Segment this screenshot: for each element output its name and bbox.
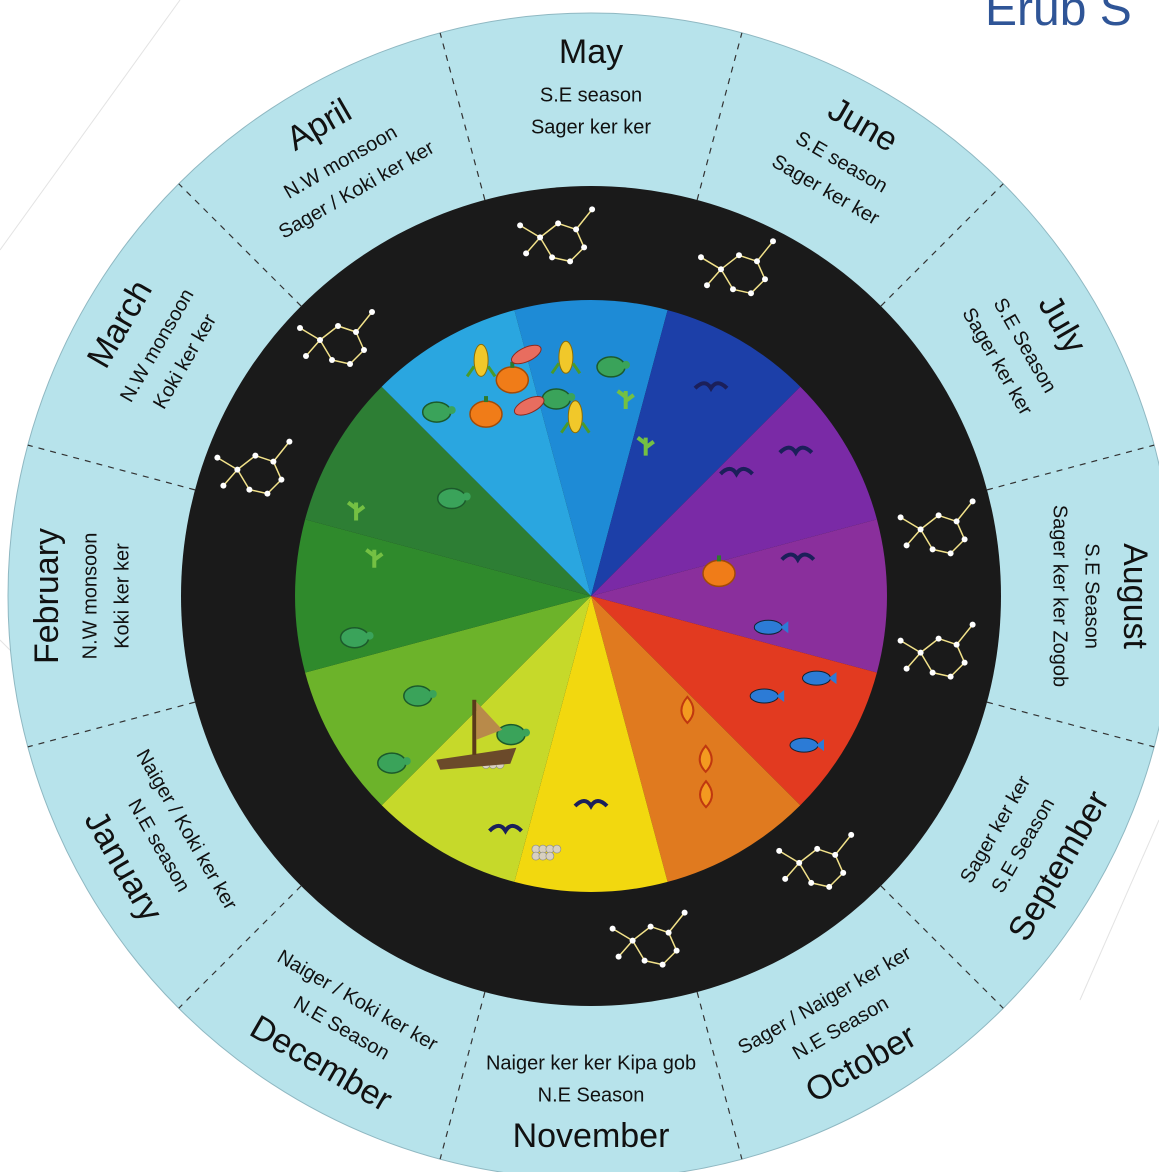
seasonal-icons xyxy=(339,340,837,861)
decor-line xyxy=(0,0,181,251)
fish-icon xyxy=(802,670,837,686)
fish-icon xyxy=(789,737,824,753)
month-season: N.W monsoon xyxy=(79,533,101,660)
corn-icon xyxy=(465,343,497,378)
fire-icon xyxy=(699,779,713,809)
month-divider xyxy=(178,183,302,307)
constellation-icon xyxy=(609,909,688,968)
pumpkin-icon xyxy=(702,555,736,588)
pie-segment xyxy=(381,310,591,596)
corn-icon xyxy=(560,400,591,434)
pumpkin-icon xyxy=(469,396,503,428)
month-divider xyxy=(880,183,1004,307)
constellations xyxy=(214,206,976,968)
turtle-icon xyxy=(596,356,630,378)
month-dividers xyxy=(27,32,1155,1160)
yam-icon xyxy=(513,396,545,416)
fire-icon xyxy=(698,744,713,774)
constellation-icon xyxy=(776,831,855,890)
constellation-icon xyxy=(517,206,596,265)
month-divider xyxy=(986,701,1155,748)
page-title: Erub S xyxy=(985,0,1132,36)
bird-icon xyxy=(693,381,729,393)
month-divider xyxy=(439,991,486,1160)
pie-segment xyxy=(591,310,801,596)
pumpkin-icon xyxy=(495,361,530,394)
month-wind: Sager ker ker xyxy=(531,116,651,138)
month-wind: Sager ker ker Zogob xyxy=(1049,505,1071,687)
pie-segment xyxy=(591,386,877,596)
pie-segment xyxy=(591,596,801,882)
pie-segment xyxy=(381,596,591,882)
bird-icon xyxy=(488,823,523,835)
plant-icon xyxy=(365,548,384,568)
month-divider xyxy=(696,991,743,1160)
constellation-icon xyxy=(214,438,293,497)
corn-icon xyxy=(550,340,582,375)
constellation-icon xyxy=(897,621,976,680)
plant-icon xyxy=(616,389,635,409)
bird-icon xyxy=(778,445,814,457)
month-season: S.E season xyxy=(540,84,642,106)
month-divider xyxy=(986,444,1155,491)
turtle-icon xyxy=(377,752,411,774)
turtle-icon xyxy=(436,487,471,510)
month-name: November xyxy=(513,1117,670,1155)
center-pie xyxy=(295,300,887,892)
plant-icon xyxy=(346,500,366,521)
plant-icon xyxy=(636,436,655,456)
turtle-icon xyxy=(421,401,456,423)
turtle-icon xyxy=(403,685,437,707)
month-divider xyxy=(439,32,486,201)
month-name: February xyxy=(28,528,66,664)
month-label-group: August S.E Season Sager ker ker Zogob xyxy=(1049,505,1154,687)
month-name: August xyxy=(1116,543,1154,649)
month-divider xyxy=(27,701,196,748)
month-divider xyxy=(178,885,302,1009)
egg-cluster-icon xyxy=(531,844,562,861)
yam-icon xyxy=(511,344,542,365)
month-season: S.E Season xyxy=(1081,543,1103,649)
pie-segment xyxy=(514,596,668,892)
fish-icon xyxy=(749,688,785,704)
constellation-icon xyxy=(897,498,976,557)
turtle-icon xyxy=(496,723,530,746)
month-label-group: February N.W monsoon Koki ker ker xyxy=(28,528,133,664)
pie-segment xyxy=(591,596,877,806)
fire-icon xyxy=(680,695,695,725)
bird-icon xyxy=(719,466,754,478)
decor-line xyxy=(1079,819,1159,1001)
month-divider xyxy=(27,444,196,491)
bird-icon xyxy=(780,552,816,564)
constellation-icon xyxy=(698,238,776,297)
constellation-icon xyxy=(297,309,375,367)
month-wind: Naiger ker ker Kipa gob xyxy=(486,1052,696,1074)
month-name: May xyxy=(559,33,623,71)
month-label-group: November N.E Season Naiger ker ker Kipa go… xyxy=(486,1052,696,1155)
month-divider xyxy=(880,885,1004,1009)
fish-icon xyxy=(753,619,789,635)
pie-segment xyxy=(514,300,668,596)
bird-icon xyxy=(573,799,609,810)
canoe-icon xyxy=(436,699,517,770)
pie-segment xyxy=(305,596,591,806)
turtle-icon xyxy=(541,388,576,410)
month-season: N.E Season xyxy=(538,1084,645,1106)
month-divider xyxy=(696,32,743,201)
turtle-icon xyxy=(339,626,374,649)
month-wind: Koki ker ker xyxy=(111,543,133,649)
